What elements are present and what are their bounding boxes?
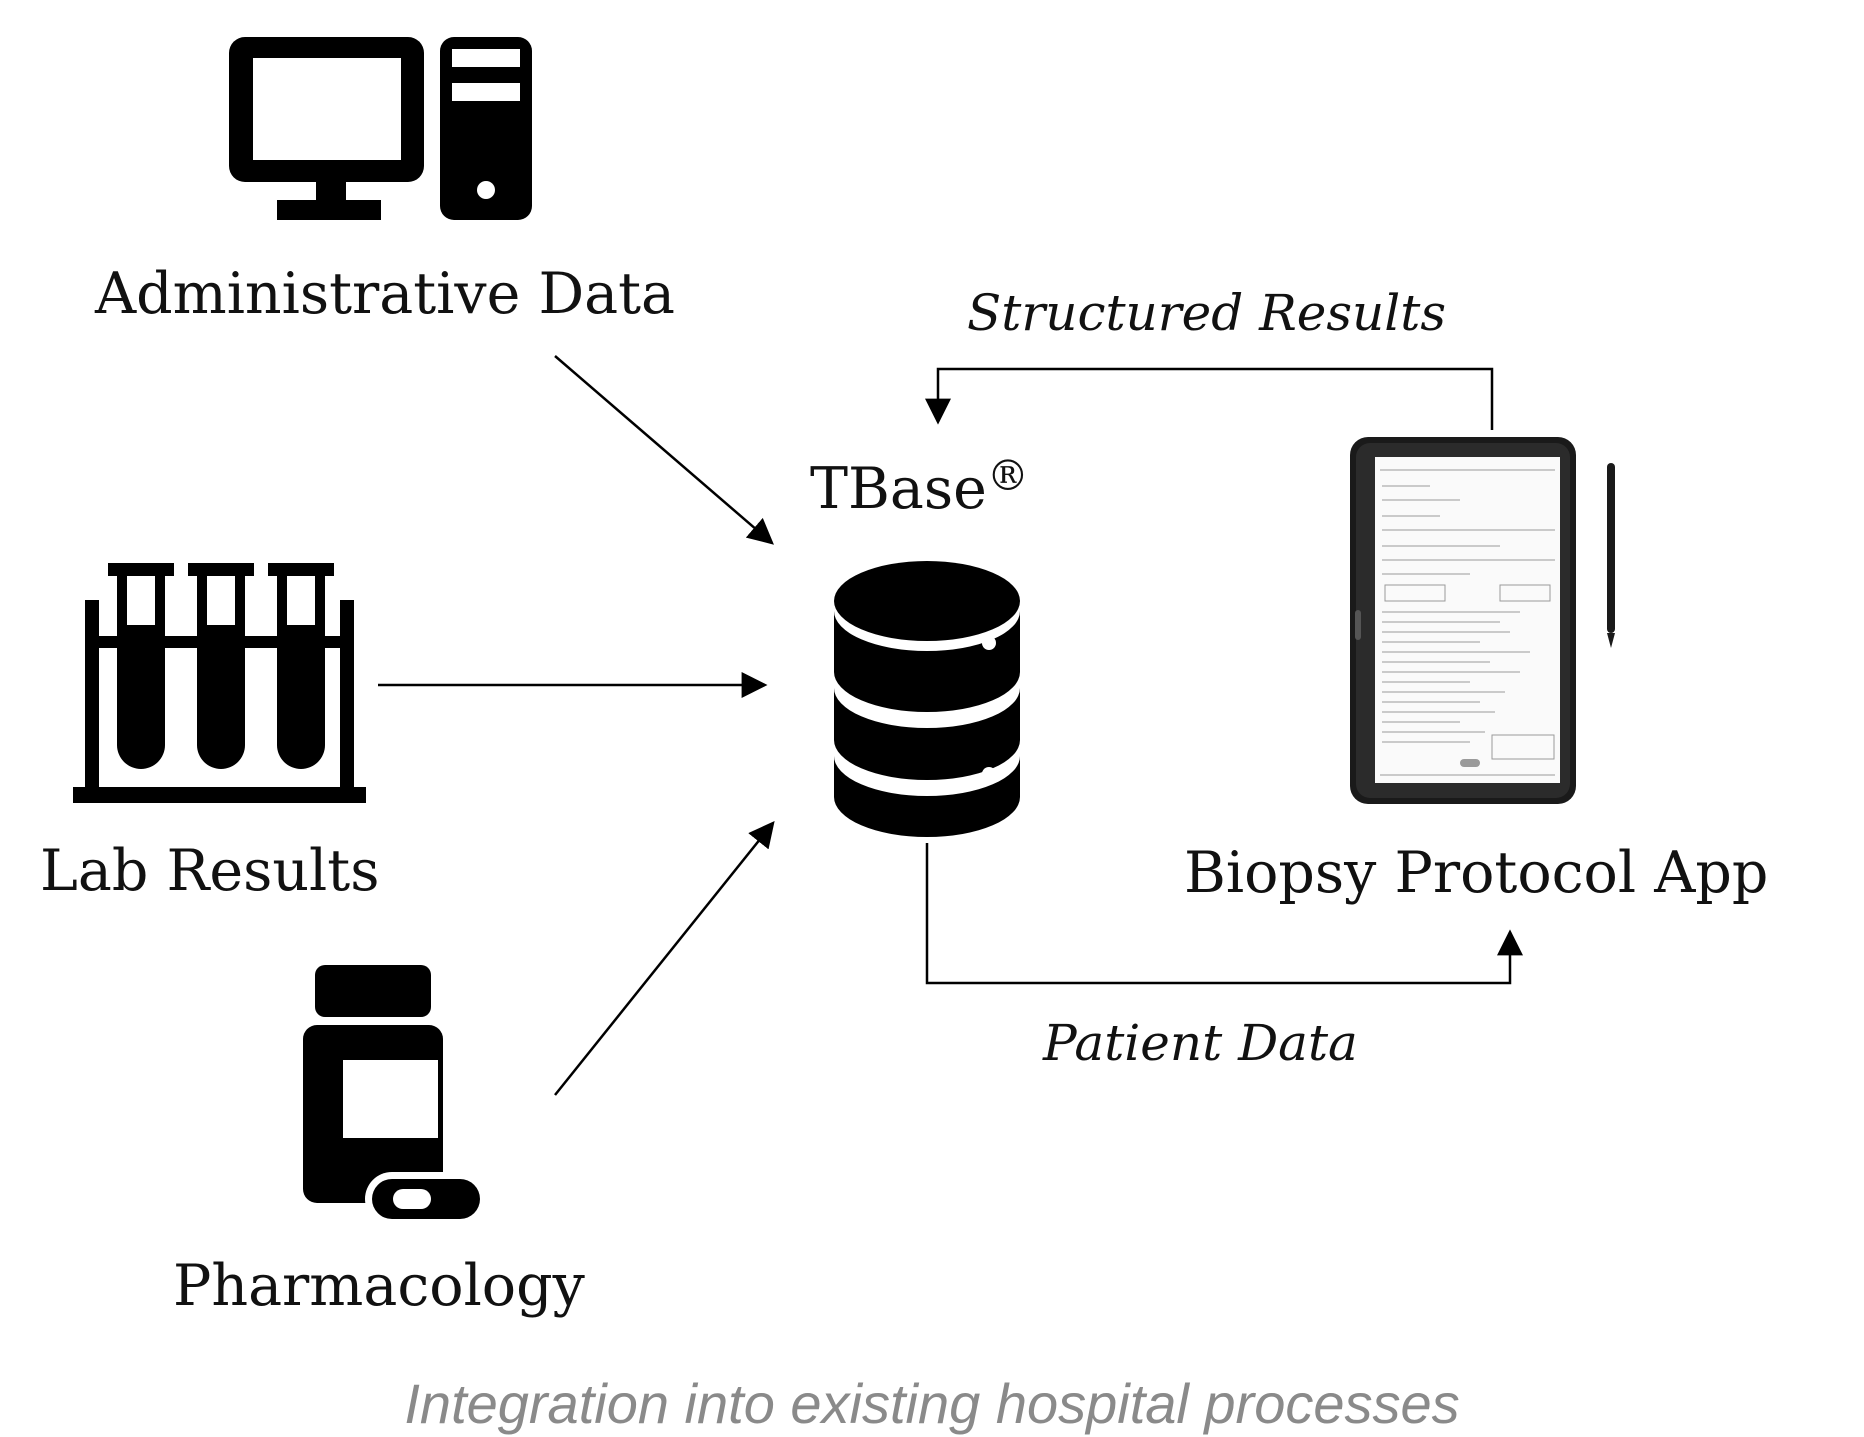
pharmacology-label: Pharmacology bbox=[173, 1253, 586, 1319]
diagram-caption: Integration into existing hospital proce… bbox=[404, 1372, 1459, 1435]
medicine-bottle-icon bbox=[303, 965, 487, 1226]
arrows bbox=[378, 355, 1523, 1096]
tbase-name: TBase bbox=[810, 456, 987, 522]
tbase-trademark: ® bbox=[987, 451, 1029, 500]
arrow-app-to-tbase bbox=[925, 367, 1494, 430]
structured-results-label: Structured Results bbox=[967, 284, 1446, 342]
administrative-data-label: Administrative Data bbox=[94, 261, 675, 327]
arrow-pharmacology-to-tbase bbox=[554, 820, 775, 1096]
patient-data-label: Patient Data bbox=[1042, 1014, 1358, 1072]
tablet-screen-content bbox=[1380, 469, 1555, 776]
arrow-tbase-to-app bbox=[925, 843, 1523, 985]
computer-icon bbox=[229, 37, 532, 220]
database-icon bbox=[834, 561, 1020, 837]
tbase-label: TBase® bbox=[810, 451, 1029, 522]
biopsy-protocol-app-label: Biopsy Protocol App bbox=[1184, 840, 1768, 906]
test-tubes-icon bbox=[73, 563, 366, 803]
lab-results-label: Lab Results bbox=[40, 838, 379, 904]
tablet-icon bbox=[1350, 437, 1615, 804]
arrow-admin-to-tbase bbox=[554, 355, 774, 545]
